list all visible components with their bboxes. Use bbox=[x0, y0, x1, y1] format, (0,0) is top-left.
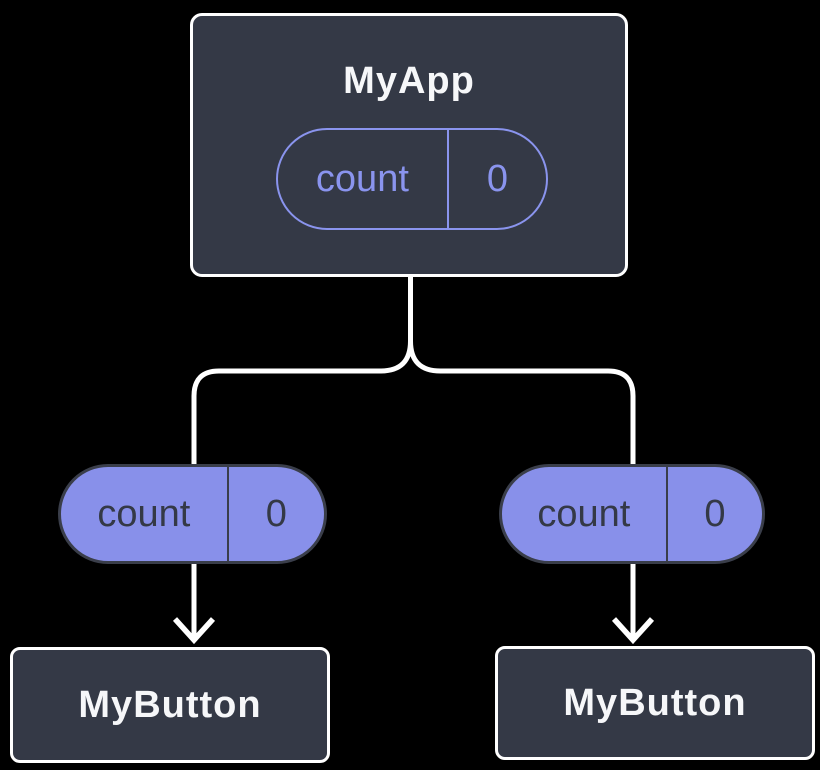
arrow-down-icon bbox=[172, 617, 216, 645]
pill-divider bbox=[665, 467, 668, 561]
state-name: count bbox=[315, 157, 409, 200]
prop-value: 0 bbox=[704, 492, 726, 535]
prop-pill-right: count 0 bbox=[499, 464, 765, 564]
pill-divider bbox=[226, 467, 229, 561]
arrow-down-icon bbox=[611, 617, 655, 645]
pill-divider bbox=[446, 130, 449, 228]
state-pill: count 0 bbox=[276, 128, 548, 230]
prop-name: count bbox=[537, 492, 631, 535]
branch-left-line bbox=[191, 274, 413, 470]
node-mybutton-right: MyButton bbox=[495, 646, 815, 760]
prop-pill-left: count 0 bbox=[58, 464, 327, 564]
node-mybutton-left-title: MyButton bbox=[78, 683, 262, 726]
branch-right-line bbox=[408, 274, 636, 470]
node-mybutton-left: MyButton bbox=[10, 647, 330, 763]
prop-value: 0 bbox=[265, 492, 287, 535]
state-value: 0 bbox=[486, 157, 508, 200]
prop-name: count bbox=[97, 492, 191, 535]
node-mybutton-right-title: MyButton bbox=[563, 681, 747, 724]
node-myapp: MyApp bbox=[190, 13, 628, 277]
node-myapp-title: MyApp bbox=[343, 60, 475, 102]
